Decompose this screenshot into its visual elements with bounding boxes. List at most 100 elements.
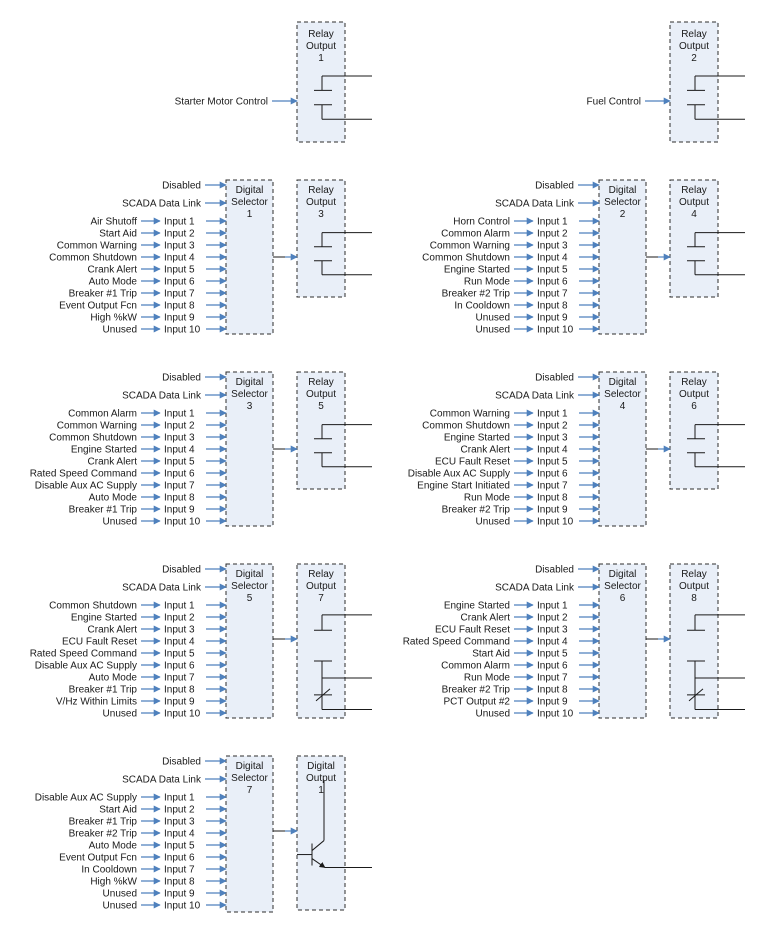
input-label: Input 3 — [537, 241, 568, 252]
input-label: Input 10 — [164, 517, 201, 528]
digital-output-box — [296, 755, 346, 911]
input-signal-label: Auto Mode — [89, 277, 138, 288]
relay-output-number: 1 — [318, 53, 324, 64]
input-signal-label: Common Warning — [430, 241, 510, 252]
input-label: Input 9 — [164, 313, 195, 324]
input-signal-label: Unused — [103, 517, 137, 528]
input-label: Input 8 — [164, 685, 195, 696]
input-label: Input 3 — [537, 433, 568, 444]
input-signal-label: Breaker #1 Trip — [69, 817, 138, 828]
input-label: Input 5 — [537, 265, 568, 276]
input-signal-label: Air Shutoff — [90, 217, 137, 228]
input-label: Input 8 — [537, 301, 568, 312]
input-label: Input 7 — [537, 481, 568, 492]
relay-output-box — [669, 179, 719, 298]
input-signal-label: Start Aid — [99, 229, 137, 240]
input-label: Input 5 — [164, 265, 195, 276]
input-label: Input 1 — [537, 409, 568, 420]
relay-output-box — [669, 21, 719, 143]
input-signal-label: Breaker #2 Trip — [442, 505, 511, 516]
input-signal-label: Unused — [476, 517, 510, 528]
relay-output-title-line: Relay — [308, 185, 334, 196]
relay-output-box — [296, 563, 346, 719]
input-label: Input 9 — [537, 313, 568, 324]
scada-data-link-label: SCADA Data Link — [495, 199, 575, 210]
input-signal-label: Disable Aux AC Supply — [408, 469, 510, 480]
contact-slash — [315, 688, 331, 702]
input-signal-label: Unused — [103, 325, 137, 336]
input-label: Input 5 — [164, 649, 195, 660]
input-label: Input 8 — [164, 877, 195, 888]
input-signal-label: Common Shutdown — [49, 601, 137, 612]
input-signal-label: Rated Speed Command — [403, 637, 510, 648]
input-label: Input 7 — [537, 289, 568, 300]
digital-selector-number: 6 — [620, 593, 626, 604]
input-signal-label: Common Shutdown — [49, 253, 137, 264]
relay-output-number: 2 — [691, 53, 697, 64]
digital-selector-title-line: Selector — [604, 389, 641, 400]
relay-output-title-line: Relay — [681, 29, 707, 40]
input-label: Input 5 — [164, 841, 195, 852]
input-signal-label: Breaker #2 Trip — [442, 289, 511, 300]
digital-selector-number: 2 — [620, 209, 626, 220]
input-label: Input 7 — [537, 673, 568, 684]
relay-output-number: 7 — [318, 593, 324, 604]
input-label: Input 9 — [537, 697, 568, 708]
input-label: Input 5 — [537, 649, 568, 660]
input-label: Input 7 — [164, 673, 195, 684]
digital-selector-box — [225, 755, 274, 913]
input-label: Input 4 — [537, 637, 568, 648]
relay-output-title-line: Relay — [308, 569, 334, 580]
digital-selector-number: 1 — [247, 209, 253, 220]
source-signal-label: Starter Motor Control — [175, 97, 268, 108]
input-label: Input 8 — [537, 493, 568, 504]
digital-selector-title-line: Digital — [236, 569, 264, 580]
digital-output-title-line: Output — [306, 773, 336, 784]
disabled-label: Disabled — [535, 181, 574, 192]
digital-output-title-line: Digital — [307, 761, 335, 772]
input-label: Input 7 — [164, 481, 195, 492]
input-signal-label: High %kW — [90, 313, 137, 324]
digital-selector-title-line: Selector — [231, 581, 268, 592]
input-label: Input 4 — [537, 445, 568, 456]
input-signal-label: Engine Started — [444, 601, 510, 612]
digital-selector-number: 5 — [247, 593, 253, 604]
disabled-label: Disabled — [535, 565, 574, 576]
digital-selector-title-line: Selector — [604, 581, 641, 592]
input-label: Input 4 — [164, 829, 195, 840]
input-signal-label: ECU Fault Reset — [435, 625, 510, 636]
input-label: Input 2 — [537, 229, 568, 240]
input-label: Input 2 — [164, 229, 195, 240]
input-signal-label: Crank Alert — [461, 613, 511, 624]
input-signal-label: Breaker #1 Trip — [69, 289, 138, 300]
input-label: Input 2 — [537, 421, 568, 432]
digital-selector-title-line: Digital — [236, 377, 264, 388]
input-label: Input 10 — [164, 709, 201, 720]
relay-output-title-line: Output — [306, 389, 336, 400]
input-label: Input 6 — [164, 277, 195, 288]
input-signal-label: Unused — [476, 709, 510, 720]
input-label: Input 8 — [164, 493, 195, 504]
input-label: Input 4 — [537, 253, 568, 264]
input-signal-label: Common Alarm — [441, 661, 510, 672]
input-label: Input 5 — [164, 457, 195, 468]
digital-selector-number: 3 — [247, 401, 253, 412]
input-signal-label: In Cooldown — [81, 865, 137, 876]
input-signal-label: V/Hz Within Limits — [56, 697, 137, 708]
input-signal-label: Engine Started — [444, 433, 510, 444]
disabled-label: Disabled — [535, 373, 574, 384]
digital-selector-title-line: Digital — [609, 569, 637, 580]
input-label: Input 6 — [537, 661, 568, 672]
input-signal-label: Unused — [476, 313, 510, 324]
relay-output-title-line: Output — [679, 197, 709, 208]
input-label: Input 6 — [164, 469, 195, 480]
